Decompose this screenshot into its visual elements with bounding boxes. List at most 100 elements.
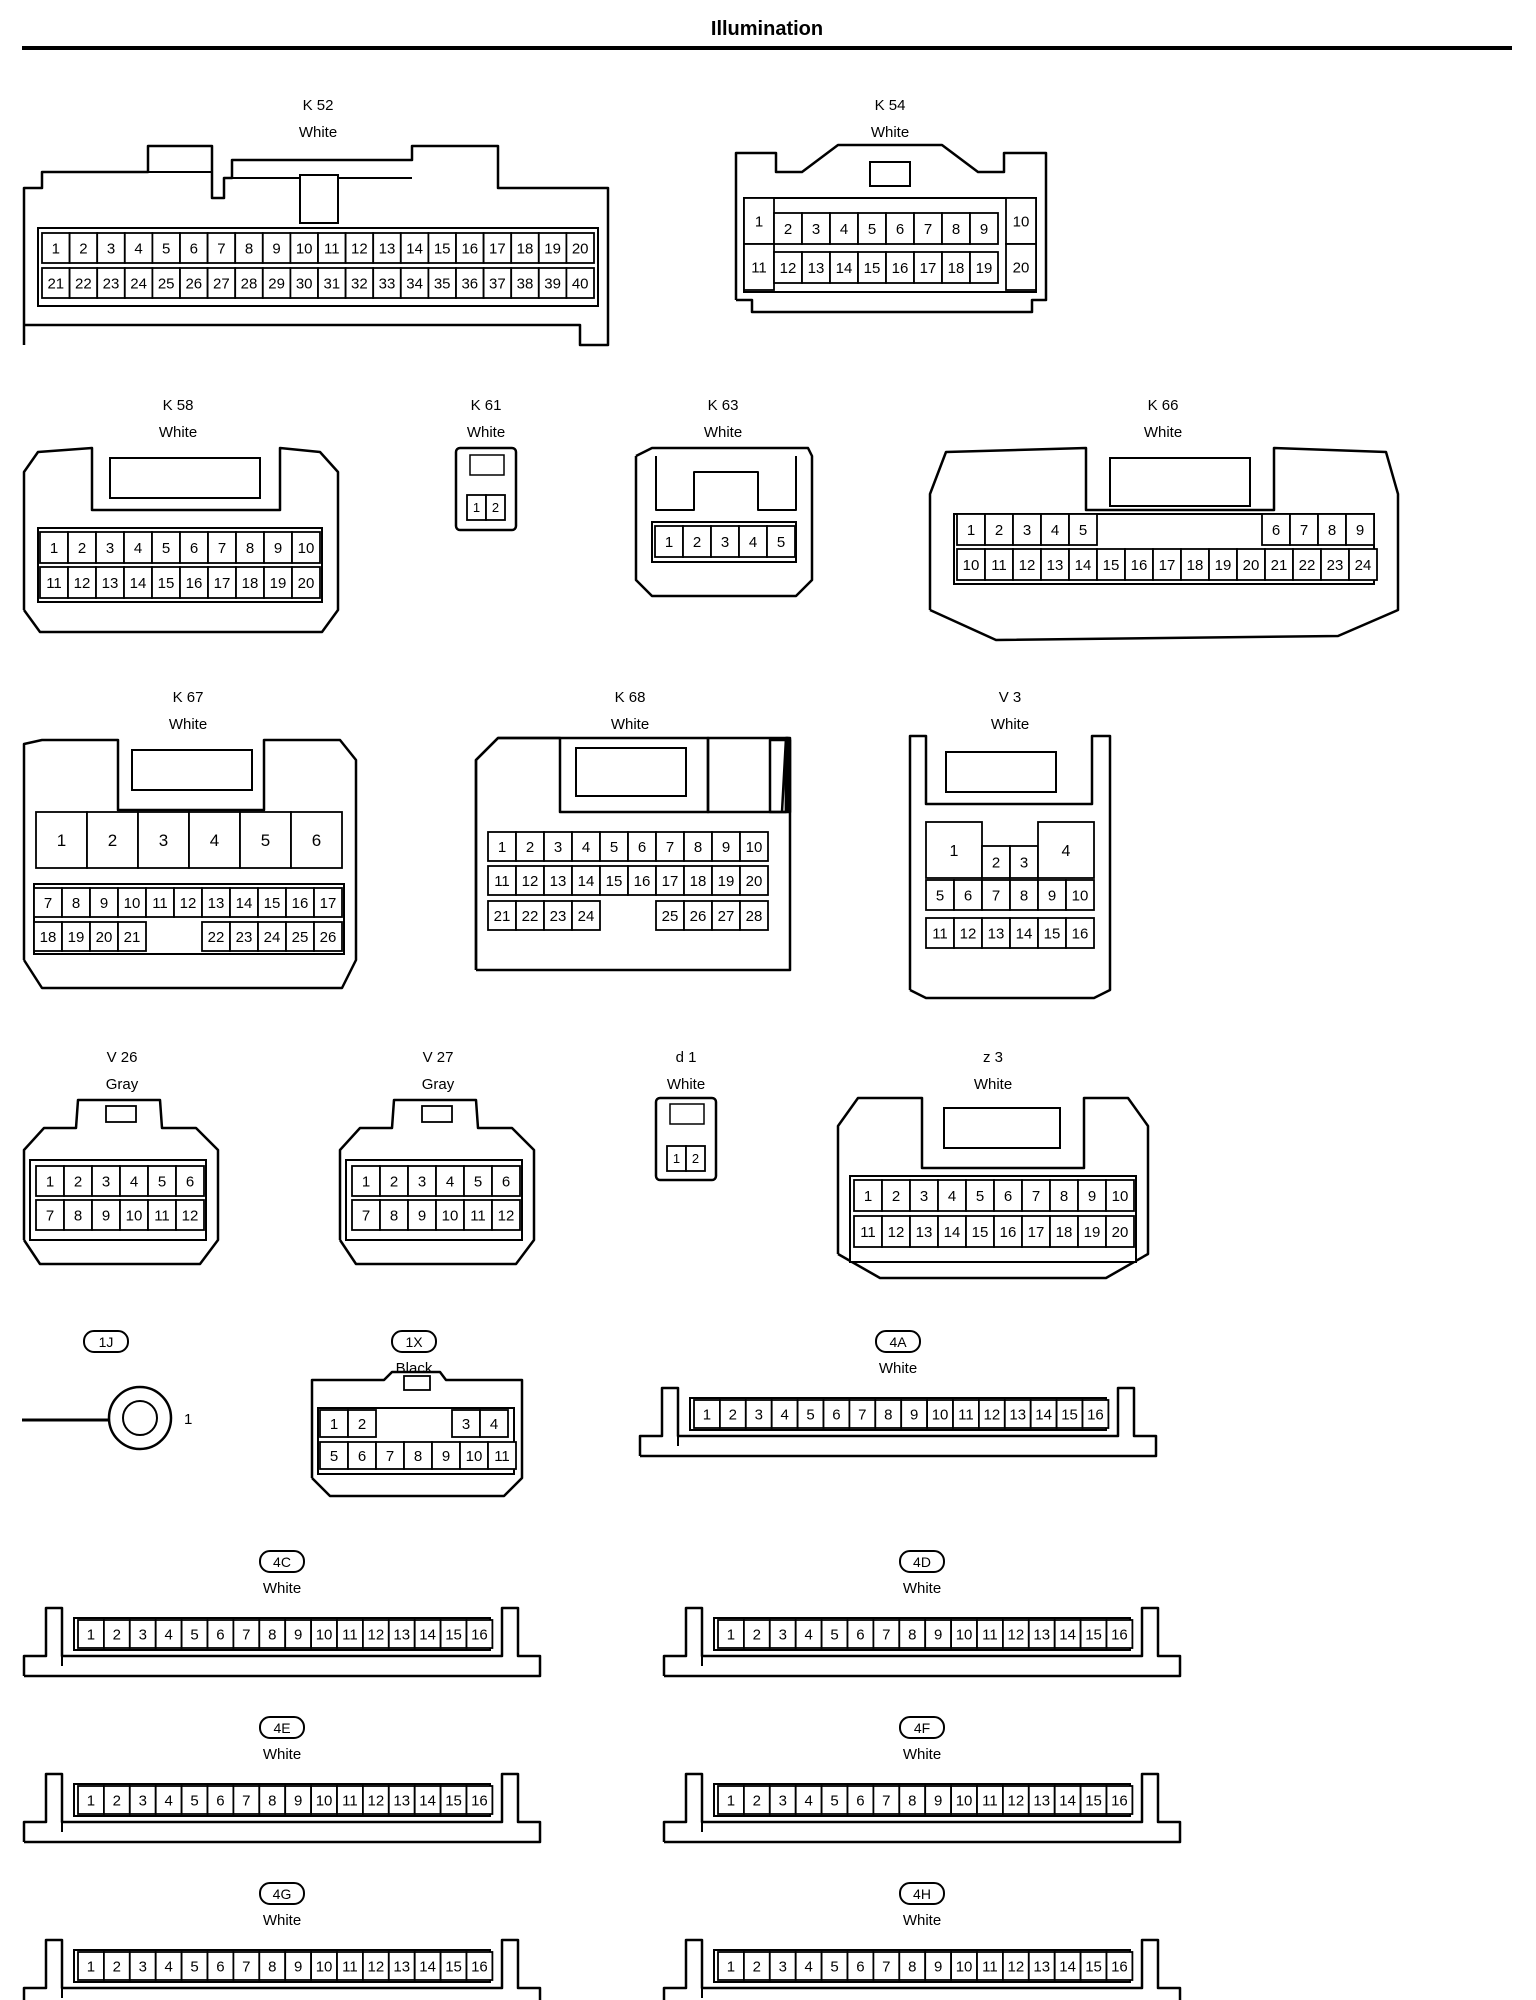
pin-number: 24	[1355, 557, 1372, 574]
pin-number: 16	[634, 873, 651, 890]
housing-outline	[634, 446, 814, 598]
pin-number: 8	[884, 1406, 892, 1423]
pin-cell	[459, 1441, 489, 1470]
pin-cell	[291, 531, 321, 564]
pin-number: 18	[948, 260, 965, 277]
pin-number: 8	[952, 221, 960, 238]
connector-id: V 27	[423, 1049, 454, 1066]
pin-number: 14	[1035, 1406, 1052, 1423]
pin-cell	[925, 879, 955, 911]
pin-number: 12	[368, 1958, 385, 1975]
pin-cell	[801, 251, 831, 284]
pin-number: 8	[268, 1792, 276, 1809]
pin-cell	[439, 1951, 468, 1981]
housing-outline	[662, 1606, 1182, 1678]
pin-number: 1	[330, 1416, 338, 1433]
housing-outline	[943, 1107, 1061, 1149]
pin-number: 32	[351, 275, 368, 292]
pin-number: 12	[180, 895, 197, 912]
pin-number: 5	[976, 1188, 984, 1205]
pin-cell	[413, 1951, 442, 1981]
pin-cell	[35, 1199, 65, 1231]
pin-number: 5	[868, 221, 876, 238]
pin-number: 28	[241, 275, 258, 292]
pin-number: 16	[1087, 1406, 1104, 1423]
pin-number: 2	[79, 240, 87, 257]
pin-number: 27	[718, 908, 735, 925]
pin-number: 1	[665, 534, 673, 551]
pin-cell	[89, 887, 119, 918]
pin-number: 8	[74, 1207, 82, 1224]
pin-number: 12	[74, 575, 91, 592]
pin-cell	[1105, 1179, 1135, 1212]
pin-number: 7	[362, 1207, 370, 1224]
pin-cell	[1037, 917, 1067, 949]
pin-number: 11	[46, 575, 62, 592]
pin-cell	[1053, 1951, 1082, 1981]
pin-number: 13	[808, 260, 825, 277]
pin-number: 1	[362, 1173, 370, 1190]
pin-number: 26	[320, 929, 337, 946]
pin-number: 7	[218, 540, 226, 557]
pin-cell	[1037, 879, 1067, 911]
pin-number: 16	[1111, 1626, 1128, 1643]
pin-cell	[711, 900, 741, 931]
pin-number: 6	[216, 1958, 224, 1975]
pin-number: 23	[550, 908, 567, 925]
pin-cell	[1124, 548, 1154, 581]
pin-number: 34	[406, 275, 423, 292]
housing-outline	[655, 456, 797, 511]
pin-number: 1	[52, 240, 60, 257]
pin-number: 11	[342, 1626, 358, 1643]
pin-number: 40	[572, 275, 589, 292]
pin-number: 7	[924, 221, 932, 238]
pin-cell	[981, 845, 1011, 879]
pin-cell	[820, 1951, 849, 1981]
pin-cell	[439, 1785, 468, 1815]
pin-cell	[1345, 513, 1375, 546]
pin-number: 12	[888, 1224, 905, 1241]
pin-number: 7	[46, 1207, 54, 1224]
pin-cell	[147, 1199, 177, 1231]
pin-number: 10	[1072, 887, 1089, 904]
connector-color: White	[667, 1076, 705, 1093]
pin-cell	[515, 900, 545, 931]
pin-cell	[743, 1785, 771, 1815]
pin-number: 9	[294, 1958, 302, 1975]
pin-number: 20	[1112, 1224, 1129, 1241]
pin-cell	[693, 1399, 721, 1429]
connector-1j: 1J1	[22, 1330, 192, 1451]
pin-number: 3	[139, 1958, 147, 1975]
pin-cell	[86, 811, 139, 869]
pin-cell	[128, 1951, 157, 1981]
connector-id-oval	[259, 1550, 305, 1573]
pin-number: 4	[164, 1958, 172, 1975]
pin-cell	[1320, 548, 1350, 581]
pin-cell	[319, 1409, 349, 1438]
pin-number: 12	[1008, 1792, 1025, 1809]
pin-cell	[63, 1165, 93, 1197]
pin-number: 4	[210, 831, 219, 850]
pin-number: 1	[727, 1792, 735, 1809]
pin-cell	[491, 1165, 521, 1197]
pin-number: 16	[471, 1958, 488, 1975]
pin-number: 5	[610, 839, 618, 856]
pin-number: 7	[44, 895, 52, 912]
pin-cell	[317, 232, 347, 264]
pin-number: 2	[113, 1958, 121, 1975]
pin-cell	[829, 212, 859, 245]
pin-number: 35	[434, 275, 451, 292]
pin-cell	[1002, 1951, 1030, 1981]
pin-cell	[128, 1785, 157, 1815]
pin-number: 14	[419, 1626, 436, 1643]
connector-id: K 61	[471, 397, 502, 414]
pin-number: 1	[87, 1958, 95, 1975]
pin-number: 6	[186, 1173, 194, 1190]
pin-cell	[926, 1399, 954, 1429]
pin-cell	[67, 531, 97, 564]
pin-number: 37	[489, 275, 506, 292]
pin-number: 3	[755, 1406, 763, 1423]
